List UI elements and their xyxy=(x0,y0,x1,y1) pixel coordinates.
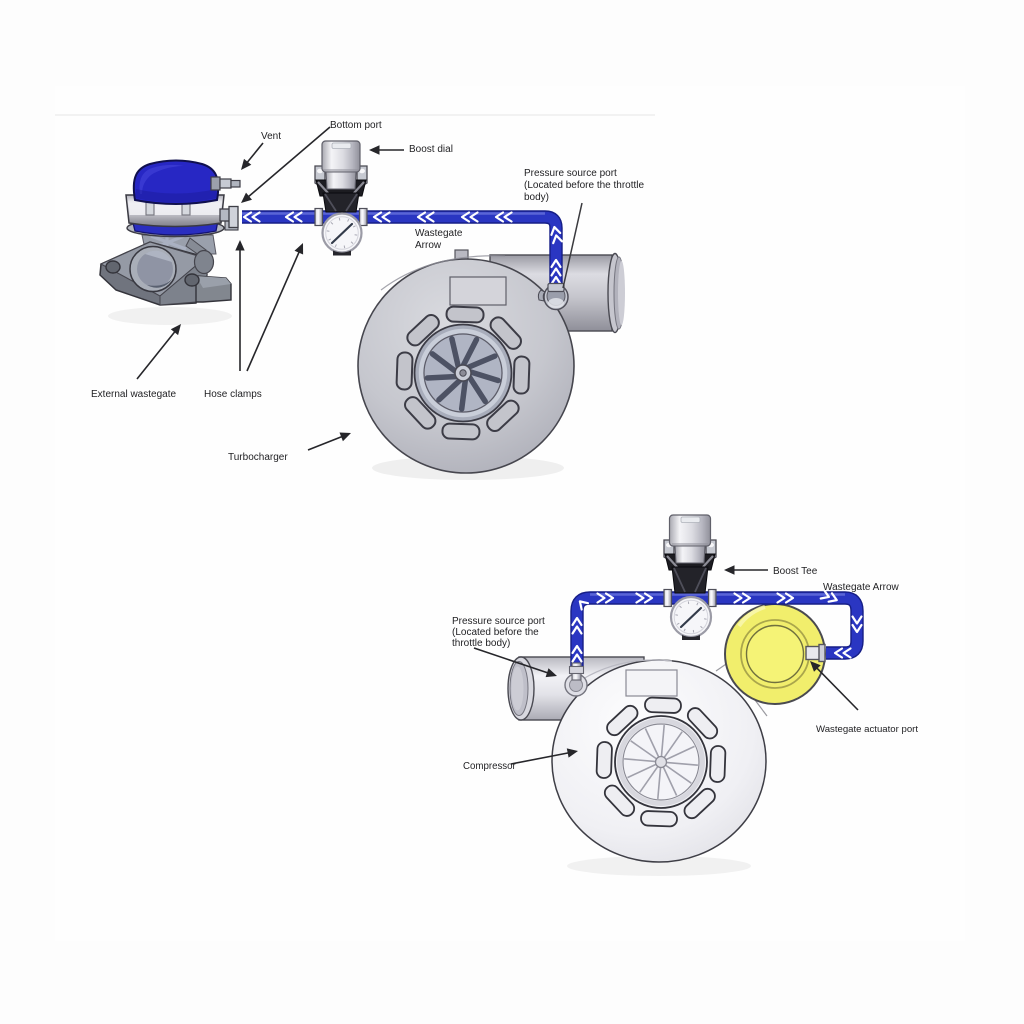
svg-text:body): body) xyxy=(524,192,549,203)
svg-text:Wastegate: Wastegate xyxy=(415,228,463,239)
svg-text:Pressure source port: Pressure source port xyxy=(452,616,545,627)
svg-text:Compressor: Compressor xyxy=(463,761,517,772)
svg-text:Arrow: Arrow xyxy=(415,240,442,251)
svg-text:Hose clamps: Hose clamps xyxy=(204,389,262,400)
svg-text:Boost dial: Boost dial xyxy=(409,144,453,155)
svg-text:(Located before the: (Located before the xyxy=(452,627,539,638)
svg-text:Bottom port: Bottom port xyxy=(330,120,382,131)
svg-text:Wastegate actuator port: Wastegate actuator port xyxy=(816,724,918,735)
svg-text:External wastegate: External wastegate xyxy=(91,389,176,400)
svg-text:Boost Tee: Boost Tee xyxy=(773,566,818,577)
svg-text:(Located before the throttle: (Located before the throttle xyxy=(524,180,645,191)
svg-text:Wastegate Arrow: Wastegate Arrow xyxy=(823,582,900,593)
svg-text:throttle body): throttle body) xyxy=(452,638,510,649)
svg-text:Vent: Vent xyxy=(261,131,281,142)
svg-text:Pressure source port: Pressure source port xyxy=(524,168,617,179)
svg-text:Turbocharger: Turbocharger xyxy=(228,452,288,463)
